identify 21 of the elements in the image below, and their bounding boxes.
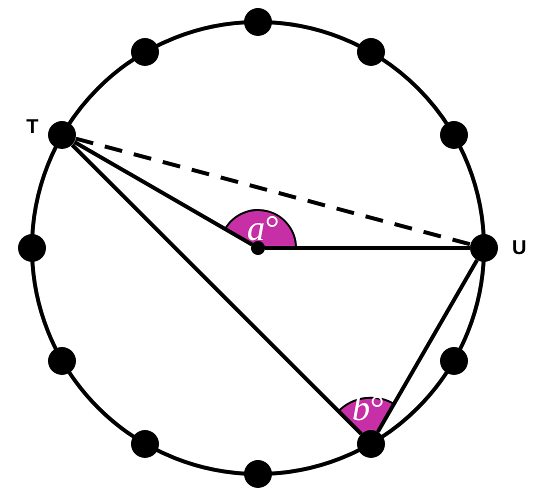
line-segment	[75, 136, 471, 246]
line-segment	[70, 143, 363, 436]
point-dot	[48, 121, 76, 149]
point-dot	[48, 347, 76, 375]
point-dot	[244, 8, 272, 36]
point-dot	[18, 234, 46, 262]
centre-point	[251, 241, 265, 255]
point-dot	[440, 347, 468, 375]
line-segment	[265, 246, 470, 250]
line-segment	[73, 140, 253, 246]
point-dot	[357, 430, 385, 458]
point-label: T	[26, 117, 38, 137]
angle-label: a°	[247, 210, 280, 246]
point-dot	[244, 460, 272, 488]
point-dot	[131, 430, 159, 458]
point-label: U	[512, 238, 526, 258]
point-dot	[440, 121, 468, 149]
point-dot	[131, 38, 159, 66]
point-dot	[357, 38, 385, 66]
point-dot	[470, 234, 498, 262]
line-segment	[376, 259, 479, 433]
